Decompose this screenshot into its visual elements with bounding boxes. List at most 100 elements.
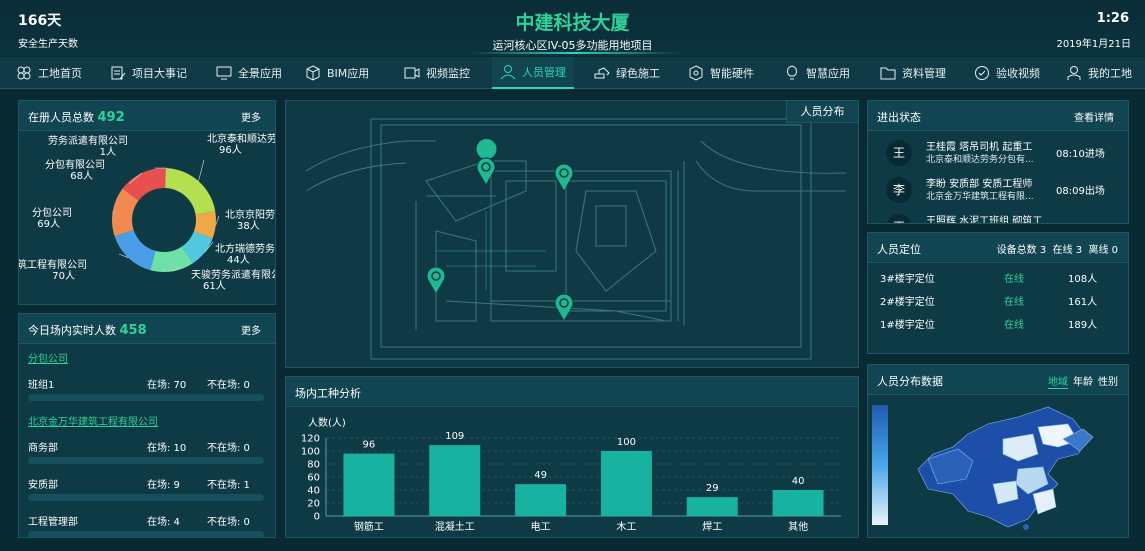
plan-inner-border: [380, 124, 802, 348]
bar-chart-bar[interactable]: [600, 451, 652, 516]
bar-chart-bar[interactable]: [686, 497, 738, 516]
registered-panel-header: 在册人员总数 492 更多: [19, 101, 275, 131]
bar-chart-ylabel: 人数(人): [308, 416, 346, 429]
donut-slice[interactable]: [193, 211, 216, 239]
worktype-bar-chart: 人数(人)02040608010012096钢筋工109混凝土工49电工100木…: [301, 416, 841, 533]
nav-item-label: BIM应用: [327, 67, 370, 80]
onsite-more-link[interactable]: 更多: [241, 326, 261, 337]
bar-chart-bar[interactable]: [343, 453, 395, 516]
access-panel: 进出状态 查看详情 王王桂霞 塔吊司机 起重工北京泰和顺达劳务分包有...08:…: [867, 100, 1129, 224]
donut-slice-value: 38人: [237, 220, 260, 232]
excavator-icon: [594, 65, 610, 81]
distribution-tab[interactable]: 年龄: [1073, 377, 1093, 388]
user-icon: [500, 64, 516, 80]
access-record[interactable]: 李李盼 安质部 安质工程师北京金万华建筑工程有限...08:09出场: [868, 172, 1128, 208]
bar-chart-ytick: 20: [307, 499, 320, 510]
nav-item-4[interactable]: 视频监控: [396, 57, 478, 89]
positioning-summary: 设备总数 3 在线 3 离线 0: [996, 245, 1118, 256]
bar-chart-bar[interactable]: [429, 445, 481, 516]
access-record-name: 李盼 安质部 安质工程师: [926, 179, 1033, 190]
donut-slice[interactable]: [165, 168, 216, 215]
donut-slice-value: 44人: [227, 254, 250, 266]
bar-chart-ytick: 40: [307, 486, 320, 497]
onsite-total: 458: [119, 323, 147, 338]
access-record[interactable]: 王王照辉 水泥工班组 砌筑工: [868, 209, 1128, 224]
donut-slice[interactable]: [181, 231, 213, 264]
nav-item-label: 视频监控: [426, 67, 470, 80]
header: [0, 0, 1145, 56]
nav-item-3[interactable]: BIM应用: [297, 57, 377, 89]
donut-slice[interactable]: [165, 168, 167, 189]
donut-slice[interactable]: [150, 246, 193, 272]
donut-slice[interactable]: [122, 168, 166, 201]
nav-item-10[interactable]: 验收视频: [966, 57, 1048, 89]
distribution-tab[interactable]: 性别: [1098, 377, 1118, 388]
location-pin-icon[interactable]: [554, 163, 574, 190]
positioning-panel-header: 人员定位 设备总数 3 在线 3 离线 0: [868, 233, 1128, 263]
onsite-row-present: 在场: 9: [147, 480, 180, 491]
date: 2019年1月21日: [1056, 39, 1131, 50]
worktype-panel-header: 场内工种分析: [286, 377, 858, 407]
donut-slice-value: 1人: [100, 146, 116, 158]
bar-chart-value-label: 40: [792, 476, 805, 487]
bar-chart-value-label: 49: [534, 470, 547, 481]
positioning-count: 161人: [1068, 297, 1098, 308]
access-record-company: 北京泰和顺达劳务分包有...: [926, 155, 1034, 165]
nav-item-5[interactable]: 人员管理: [492, 57, 574, 89]
nav-item-1[interactable]: 项目大事记: [102, 57, 195, 89]
nav-item-7[interactable]: 智能硬件: [680, 57, 762, 89]
donut-slice[interactable]: [112, 188, 139, 237]
bar-chart-category-label: 其他: [788, 520, 808, 533]
positioning-status: 在线: [1004, 320, 1024, 331]
bar-chart-category-label: 钢筋工: [354, 520, 384, 533]
bar-chart-value-label: 100: [617, 437, 636, 448]
access-details-link[interactable]: 查看详情: [1074, 113, 1114, 124]
nav-item-label: 智慧应用: [806, 67, 850, 80]
subtitle-underline: [470, 52, 680, 54]
onsite-row-bar: [28, 494, 264, 501]
positioning-status: 在线: [1004, 274, 1024, 285]
map-tab-distribution[interactable]: 人员分布: [786, 101, 858, 123]
access-record-name: 王照辉 水泥工班组 砌筑工: [926, 216, 1043, 224]
nav-item-0[interactable]: 工地首页: [8, 57, 90, 89]
bar-chart-bar[interactable]: [772, 490, 824, 516]
nav-item-9[interactable]: 资料管理: [872, 57, 954, 89]
registered-title-text: 在册人员总数: [28, 111, 94, 124]
hardware-icon: [688, 65, 704, 81]
monitor-icon: [216, 65, 232, 81]
registered-total: 492: [97, 110, 125, 125]
donut-leader-line: [172, 267, 180, 272]
bar-chart-value-label: 29: [706, 483, 719, 494]
access-record-company: 北京金万华建筑工程有限...: [926, 192, 1034, 202]
nav-item-11[interactable]: 我的工地: [1058, 57, 1140, 89]
nav-item-2[interactable]: 全景应用: [208, 57, 290, 89]
location-pin-icon[interactable]: [426, 266, 446, 293]
bar-chart-ytick: 120: [301, 434, 320, 445]
onsite-row-absent: 不在场: 0: [207, 517, 250, 528]
location-pin-icon[interactable]: [554, 293, 574, 320]
bar-chart-value-label: 109: [445, 431, 464, 442]
nav-item-6[interactable]: 绿色施工: [586, 57, 668, 89]
location-pin-icon[interactable]: [476, 157, 496, 184]
registered-more-link[interactable]: 更多: [241, 113, 261, 124]
nav-item-label: 智能硬件: [710, 67, 754, 80]
donut-slice[interactable]: [114, 230, 156, 271]
plan-outer-border: [370, 118, 812, 360]
access-record-name: 王桂霞 塔吊司机 起重工: [926, 142, 1033, 153]
access-record[interactable]: 王王桂霞 塔吊司机 起重工北京泰和顺达劳务分包有...08:10进场: [868, 135, 1128, 171]
onsite-row-name: 班组1: [28, 380, 55, 391]
onsite-title: 今日场内实时人数 458: [28, 322, 147, 338]
distribution-panel-header: 人员分布数据 地域年龄性别: [868, 365, 1128, 395]
onsite-company[interactable]: 北京金万华建筑工程有限公司: [28, 417, 158, 428]
onsite-row-bar: [28, 531, 264, 538]
avatar: 王: [886, 140, 912, 166]
nav-item-8[interactable]: 智慧应用: [776, 57, 858, 89]
distribution-tab[interactable]: 地域: [1048, 373, 1068, 389]
onsite-company[interactable]: 分包公司: [28, 354, 68, 365]
nav-item-label: 人员管理: [522, 66, 566, 79]
donut-slice-label: 劳务派遣有限公司: [48, 134, 128, 147]
donut-slice-value: 68人: [70, 170, 93, 182]
nav-item-label: 我的工地: [1088, 67, 1132, 80]
bar-chart-bar[interactable]: [515, 484, 567, 516]
